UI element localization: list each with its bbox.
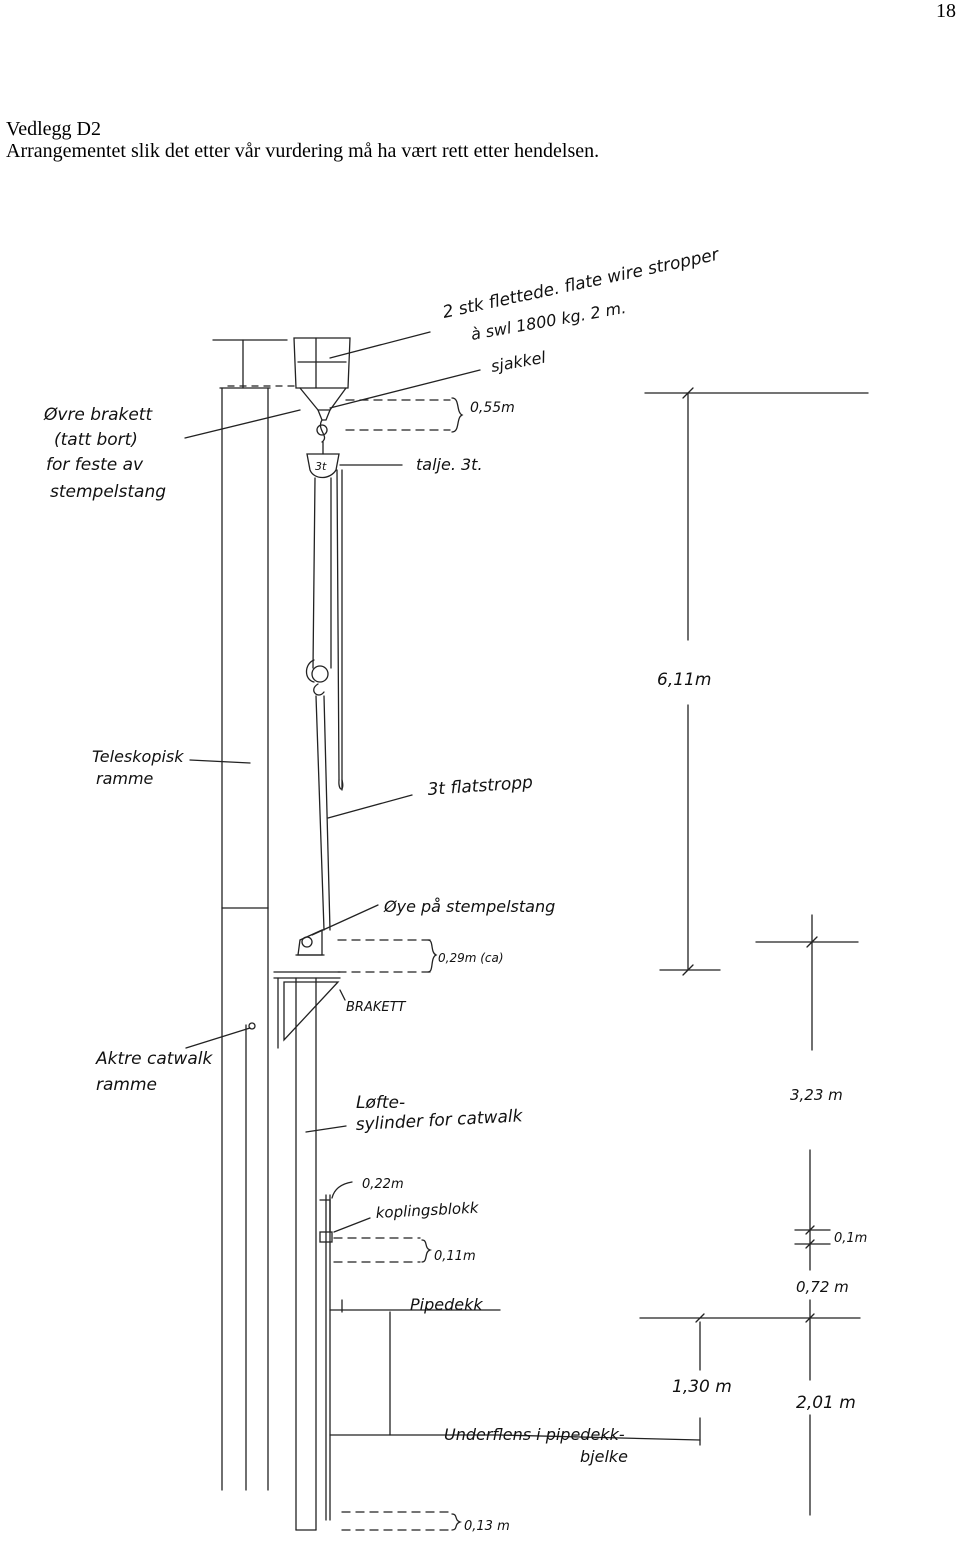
label-ovre-brakett-4: stempelstang xyxy=(50,482,166,502)
label-dim-201: 2,01 m xyxy=(796,1393,856,1413)
arrangement-sketch: 2 stk flettede. flate wire stropper à sw… xyxy=(43,245,869,1534)
page-heading: Vedlegg D2 Arrangementet slik det etter … xyxy=(6,118,599,162)
upper-block xyxy=(227,337,351,421)
page-number: 18 xyxy=(936,0,956,22)
label-dim-029: 0,29m (ca) xyxy=(438,951,504,965)
label-dim-130: 1,30 m xyxy=(672,1377,732,1397)
label-flatstropp: 3t flatstropp xyxy=(427,773,534,800)
pipe-deck xyxy=(329,1299,701,1441)
label-dim-013: 0,13 m xyxy=(464,1519,510,1534)
label-dim-611: 6,11m xyxy=(657,670,711,690)
dimension-braces xyxy=(331,397,464,1531)
leader-lines xyxy=(184,331,481,1233)
label-talje-mark: 3t xyxy=(315,460,327,473)
label-pipedekk: Pipedekk xyxy=(410,1295,483,1314)
label-oye: Øye på stempelstang xyxy=(383,897,555,916)
label-brakett: BRAKETT xyxy=(346,1000,407,1015)
label-sjakkel: sjakkel xyxy=(489,348,547,376)
label-teleskopisk-1: Teleskopisk xyxy=(92,747,184,766)
label-dim-072: 0,72 m xyxy=(796,1278,849,1296)
heading-title: Vedlegg D2 xyxy=(6,118,101,140)
piston-eye xyxy=(295,928,325,956)
label-aktre-1: Aktre catwalk xyxy=(95,1049,213,1069)
bracket xyxy=(273,971,341,1049)
label-dim-011: 0,11m xyxy=(434,1249,476,1264)
label-ovre-brakett-1: Øvre brakett xyxy=(43,405,153,425)
shackle-and-hoist xyxy=(305,419,344,791)
label-ovre-brakett-3: for feste av xyxy=(46,455,144,475)
label-dim-01: 0,1m xyxy=(834,1231,867,1246)
label-lofte-1: Løfte- xyxy=(356,1093,405,1113)
label-underflens-2: bjelke xyxy=(580,1447,628,1466)
label-aktre-2: ramme xyxy=(96,1075,157,1095)
label-teleskopisk-2: ramme xyxy=(96,769,154,788)
label-talje: talje. 3t. xyxy=(416,455,483,474)
dimension-lines xyxy=(639,387,869,1516)
label-dim-323: 3,23 m xyxy=(790,1086,843,1104)
heading-subtitle: Arrangementet slik det etter vår vurderi… xyxy=(6,140,600,162)
flat-strap xyxy=(315,695,331,931)
label-ovre-brakett-2: (tatt bort) xyxy=(54,430,138,450)
label-dim-022: 0,22m xyxy=(362,1177,404,1192)
label-koplingsblokk: koplingsblokk xyxy=(375,1199,480,1222)
telescopic-frame xyxy=(212,339,288,1491)
lifting-cylinder xyxy=(295,977,333,1531)
label-dim-055: 0,55m xyxy=(470,400,515,416)
label-underflens-1: Underflens i pipedekk- xyxy=(444,1425,625,1444)
